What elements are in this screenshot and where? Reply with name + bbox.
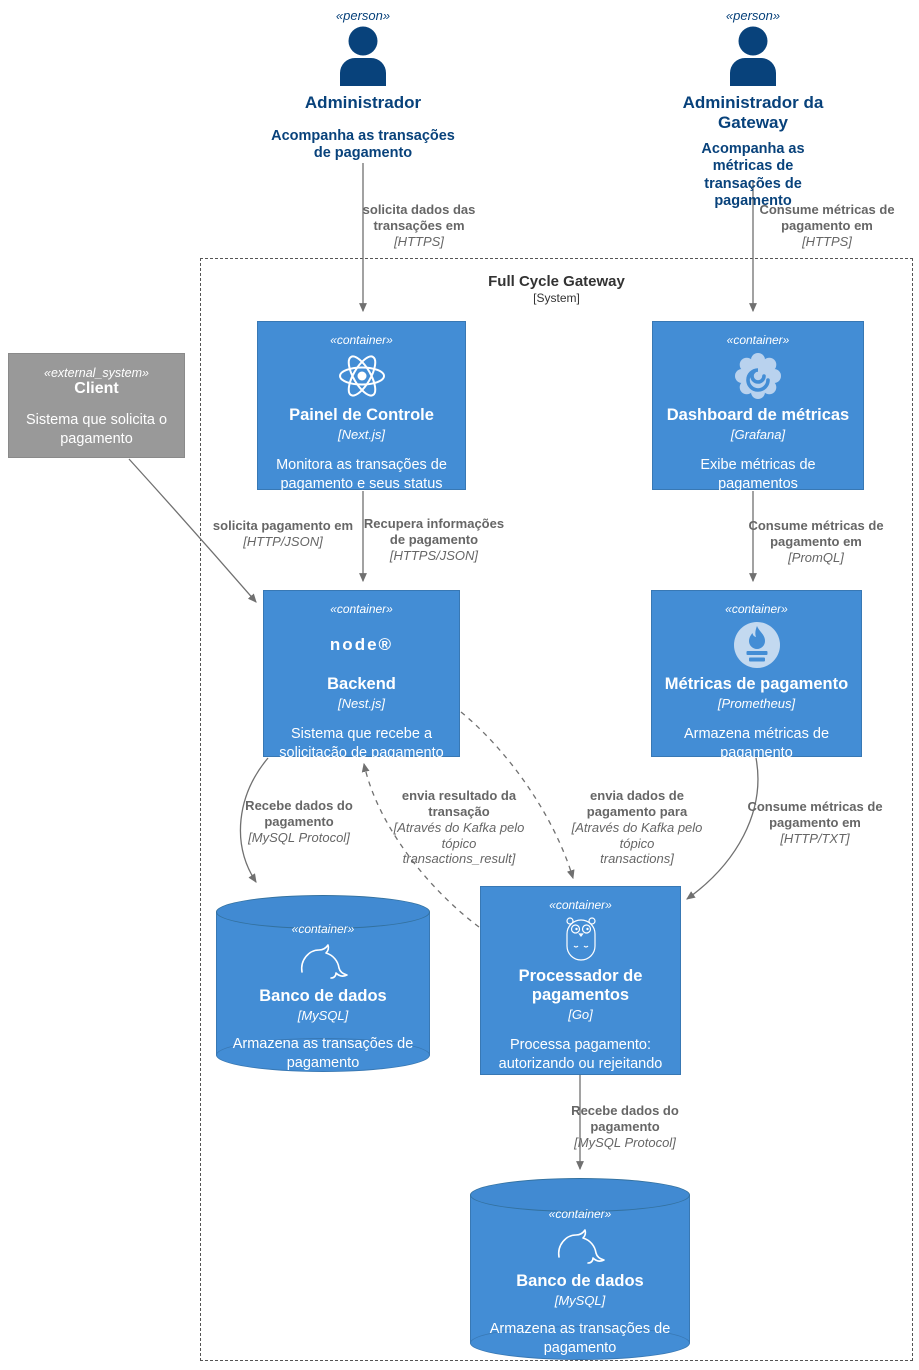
edge-processor-to-backend [361, 762, 480, 928]
person-administrador: «person» Administrador [268, 8, 458, 113]
container-tech: [Prometheus] [717, 695, 796, 711]
external-description: Sistema que solicita o pagamento [25, 412, 168, 448]
person-name: Administrador [304, 93, 422, 112]
container-backend: «container» node® Backend [Nest.js] Sist… [263, 590, 460, 761]
person-stereotype: «person» [725, 8, 781, 23]
person-description: Acompanha as métricas de transações de p… [701, 141, 805, 210]
nodejs-logo-icon: node® [264, 619, 459, 671]
go-gopher-icon [481, 915, 680, 963]
relationship-label-7: envia dados de pagamento para [Através d… [571, 788, 703, 867]
container-dashboard-de-metricas: «container» Dashboard de métricas [Grafa… [652, 321, 864, 492]
edge-backend-to-db1 [239, 757, 269, 883]
container-banco-de-dados-2: «container» Banco de dados [MySQL] Armaz… [470, 1178, 690, 1360]
boundary-label: Full Cycle Gateway [System] [201, 273, 912, 305]
container-processador-de-pagamentos: «container» Processador de pagamentos [G… [480, 886, 681, 1075]
container-description: Armazena as transações de pagamento [489, 1320, 671, 1356]
cylinder-top [470, 1178, 690, 1212]
cylinder-bottom [470, 1326, 690, 1360]
container-description: Armazena as transações de pagamento [232, 1035, 414, 1071]
container-description: Sistema que recebe a solicitação de paga… [279, 725, 444, 761]
edge-prometheus-to-processor [686, 757, 759, 900]
relationship-label-5: Recebe dados do pagamento [MySQL Protoco… [245, 798, 353, 845]
nodejs-logo-text: node® [329, 635, 394, 654]
person-name: Administrador da Gateway [682, 93, 824, 132]
container-tech: [MySQL] [554, 1292, 606, 1308]
mysql-icon [471, 1224, 689, 1268]
container-stereotype: «container» [726, 333, 790, 347]
edge-backend-to-processor [460, 711, 575, 880]
person-description: Acompanha as transações de pagamento [271, 128, 455, 162]
relationship-label-4: Consume métricas de pagamento em [PromQL… [748, 518, 884, 565]
container-tech: [Grafana] [730, 426, 786, 442]
container-name: Processador de pagamentos [518, 967, 643, 1004]
container-description: Processa pagamento: autorizando ou rejei… [498, 1036, 663, 1072]
relationship-label-9: Recebe dados do pagamento [MySQL Protoco… [571, 1103, 679, 1150]
container-tech: [Next.js] [338, 426, 385, 442]
container-name: Banco de dados [516, 1272, 644, 1290]
container-banco-de-dados-1: «container» Banco de dados [MySQL] Armaz… [216, 895, 430, 1072]
boundary-subtitle: [System] [533, 291, 580, 305]
person-administrador-da-gateway: «person» Administrador da Gateway [648, 8, 858, 132]
container-name: Banco de dados [259, 987, 387, 1005]
mysql-icon [217, 939, 429, 983]
edge-client-to-backend [128, 458, 257, 603]
container-description: Armazena métricas de pagamento [683, 725, 830, 761]
container-tech: [MySQL] [297, 1007, 349, 1023]
relationship-label-3: Recupera informações de pagamento [HTTPS… [363, 516, 505, 563]
relationship-label-6: envia resultado da transação [Através do… [393, 788, 525, 867]
container-description: Monitora as transações de pagamento e se… [276, 456, 447, 492]
container-stereotype: «container» [548, 1207, 612, 1221]
container-stereotype: «container» [549, 898, 612, 912]
container-name: Métricas de pagamento [664, 675, 849, 693]
person-stereotype: «person» [335, 8, 391, 23]
boundary-title: Full Cycle Gateway [488, 273, 625, 290]
external-system-client: «external_system» Client Sistema que sol… [8, 353, 185, 458]
person-icon [268, 26, 458, 91]
external-stereotype: «external_system» [44, 366, 149, 380]
relationship-label-0: solicita dados das transações em [HTTPS] [362, 202, 476, 249]
container-stereotype: «container» [725, 602, 788, 616]
container-name: Backend [327, 675, 396, 693]
container-tech: [Go] [568, 1006, 593, 1022]
container-painel-de-controle: «container» Painel de Controle [Next.js]… [257, 321, 466, 492]
container-name: Painel de Controle [289, 406, 434, 424]
container-name: Dashboard de métricas [666, 406, 850, 424]
container-tech: [Nest.js] [338, 695, 385, 711]
relationship-label-8: Consume métricas de pagamento em [HTTP/T… [747, 799, 883, 846]
relationship-label-1: Consume métricas de pagamento em [HTTPS] [759, 202, 895, 249]
container-stereotype: «container» [330, 602, 393, 616]
external-name: Client [74, 380, 119, 397]
container-stereotype: «container» [330, 333, 393, 347]
person-icon [648, 26, 858, 91]
grafana-icon [653, 350, 863, 402]
cylinder-bottom [216, 1038, 430, 1072]
prometheus-icon [652, 619, 861, 671]
system-boundary: Full Cycle Gateway [System] [200, 258, 913, 1361]
relationship-label-2: solicita pagamento em [HTTP/JSON] [212, 518, 354, 549]
container-metricas-de-pagamento: «container» Métricas de pagamento [Prome… [651, 590, 862, 761]
container-description: Exibe métricas de pagamentos [700, 456, 816, 492]
react-icon [258, 350, 465, 402]
container-stereotype: «container» [291, 922, 355, 936]
cylinder-top [216, 895, 430, 929]
